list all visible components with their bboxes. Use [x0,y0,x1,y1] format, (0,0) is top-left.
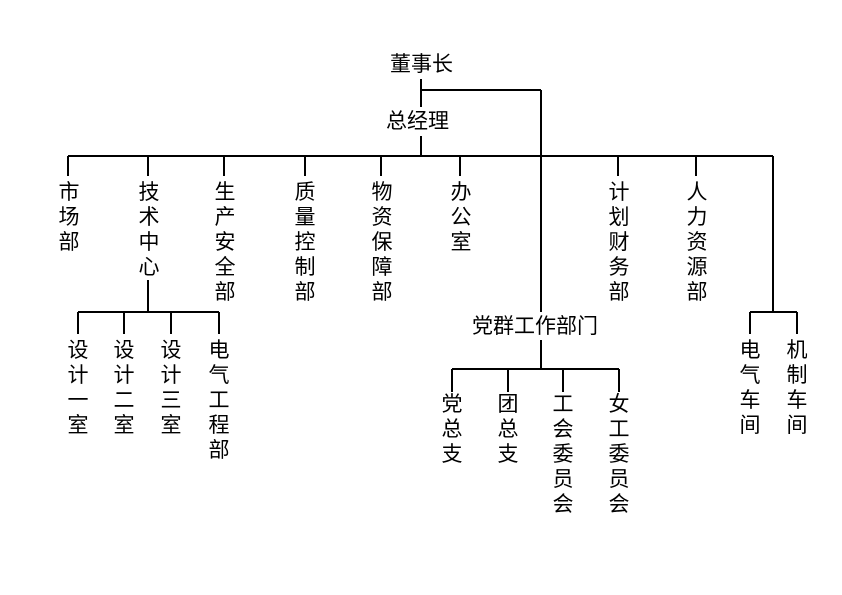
general-manager-label: 总经理 [386,109,449,133]
dept-finance: 计划财务部 [608,180,630,304]
dept-office: 办公室 [450,180,472,254]
workshop-electrical: 电气车间 [739,338,761,437]
unit-design-1: 设计一室 [67,338,89,437]
dept-party-mass: 党群工作部门 [472,314,598,338]
unit-women: 女工委员会 [608,392,630,516]
dept-materials: 物资保障部 [371,180,393,304]
dept-tech-center: 技术中心 [138,180,160,279]
dept-quality-control: 质量控制部 [294,180,316,304]
dept-production-safety: 生产安全部 [214,180,236,304]
unit-electrical-eng: 电气工程部 [208,338,230,462]
unit-union: 工会委员会 [552,392,574,516]
unit-design-2: 设计二室 [113,338,135,437]
unit-league-branch: 团总支 [497,392,519,466]
chairman-label: 董事长 [390,52,453,76]
dept-hr: 人力资源部 [686,180,708,304]
unit-party-branch: 党总支 [441,392,463,466]
workshop-mechanical: 机制车间 [786,338,808,437]
dept-market: 市场部 [58,180,80,254]
unit-design-3: 设计三室 [160,338,182,437]
